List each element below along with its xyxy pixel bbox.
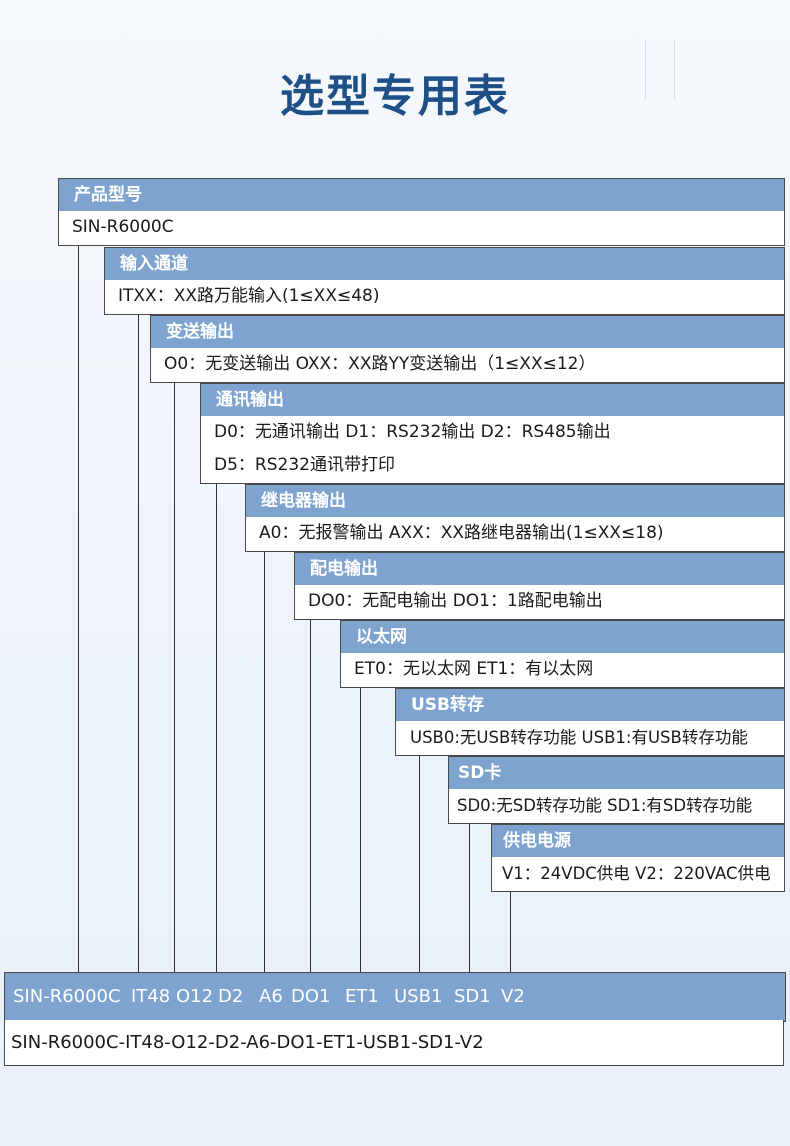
section-line: SD0:无SD转存功能 SD1:有SD转存功能 <box>457 796 753 815</box>
example-code-usb: USB1 <box>394 986 443 1007</box>
section-header: USB转存 <box>396 689 784 721</box>
connector-line <box>264 550 265 972</box>
section-input-channel: 输入通道 ITXX：XX路万能输入(1≤XX≤48) <box>104 247 785 315</box>
section-line: O0：无变送输出 OXX：XX路YY变送输出（1≤XX≤12） <box>164 354 596 374</box>
section-header: 变送输出 <box>151 316 784 348</box>
example-code-relay: A6 <box>259 986 283 1007</box>
connector-line <box>138 313 139 972</box>
example-code-input: IT48 <box>131 986 171 1007</box>
section-line: A0：无报警输出 AXX：XX路继电器输出(1≤XX≤18) <box>259 523 664 543</box>
section-header: 继电器输出 <box>246 485 784 517</box>
section-line: ITXX：XX路万能输入(1≤XX≤48) <box>118 286 380 306</box>
connector-line <box>174 381 175 972</box>
section-line: SIN-R6000C <box>72 217 174 237</box>
section-product-model: 产品型号 SIN-R6000C <box>58 178 785 246</box>
section-header: 产品型号 <box>59 179 784 211</box>
example-code-transmit: O12 <box>176 986 214 1007</box>
section-line: ET0：无以太网 ET1：有以太网 <box>354 659 594 679</box>
connector-line <box>216 482 217 972</box>
section-power-distribution: 配电输出 DO0：无配电输出 DO1：1路配电输出 <box>294 552 785 620</box>
section-comm-output: 通讯输出 D0：无通讯输出 D1：RS232输出 D2：RS485输出 D5：R… <box>200 383 785 484</box>
section-line: D5：RS232通讯带打印 <box>214 455 395 475</box>
example-code-model: SIN-R6000C <box>13 986 121 1007</box>
section-header: 输入通道 <box>105 248 784 280</box>
section-relay-output: 继电器输出 A0：无报警输出 AXX：XX路继电器输出(1≤XX≤18) <box>245 484 785 552</box>
section-header: 供电电源 <box>492 825 784 857</box>
example-code-comm: D2 <box>218 986 244 1007</box>
section-line: D0：无通讯输出 D1：RS232输出 D2：RS485输出 <box>214 422 611 442</box>
section-header: SD卡 <box>449 757 784 789</box>
example-code-distribution: DO1 <box>291 986 331 1007</box>
section-transmit-output: 变送输出 O0：无变送输出 OXX：XX路YY变送输出（1≤XX≤12） <box>150 315 785 383</box>
connector-line <box>510 890 511 972</box>
section-usb-storage: USB转存 USB0:无USB转存功能 USB1:有USB转存功能 <box>395 688 785 756</box>
section-line: DO0：无配电输出 DO1：1路配电输出 <box>308 591 603 611</box>
section-line: USB0:无USB转存功能 USB1:有USB转存功能 <box>410 728 748 747</box>
example-code-sd: SD1 <box>454 986 491 1007</box>
page-title: 选型专用表 <box>280 71 510 122</box>
section-sd-card: SD卡 SD0:无SD转存功能 SD1:有SD转存功能 <box>448 756 785 824</box>
example-code-parts: SIN-R6000C IT48 O12 D2 A6 DO1 ET1 USB1 S… <box>4 972 786 1022</box>
example-code-power: V2 <box>501 986 525 1007</box>
connector-line <box>469 822 470 972</box>
connector-line <box>419 754 420 972</box>
section-header: 配电输出 <box>295 553 784 585</box>
decorative-lines <box>645 40 675 100</box>
section-line: V1：24VDC供电 V2：220VAC供电 <box>502 864 771 883</box>
section-header: 通讯输出 <box>201 384 784 416</box>
connector-line <box>360 686 361 972</box>
section-power-supply: 供电电源 V1：24VDC供电 V2：220VAC供电 <box>491 824 785 892</box>
connector-line <box>310 618 311 972</box>
example-code-ethernet: ET1 <box>345 986 379 1007</box>
connector-line <box>78 244 79 972</box>
example-full-code: SIN-R6000C-IT48-O12-D2-A6-DO1-ET1-USB1-S… <box>4 1020 784 1066</box>
section-header: 以太网 <box>341 621 784 653</box>
section-ethernet: 以太网 ET0：无以太网 ET1：有以太网 <box>340 620 785 688</box>
